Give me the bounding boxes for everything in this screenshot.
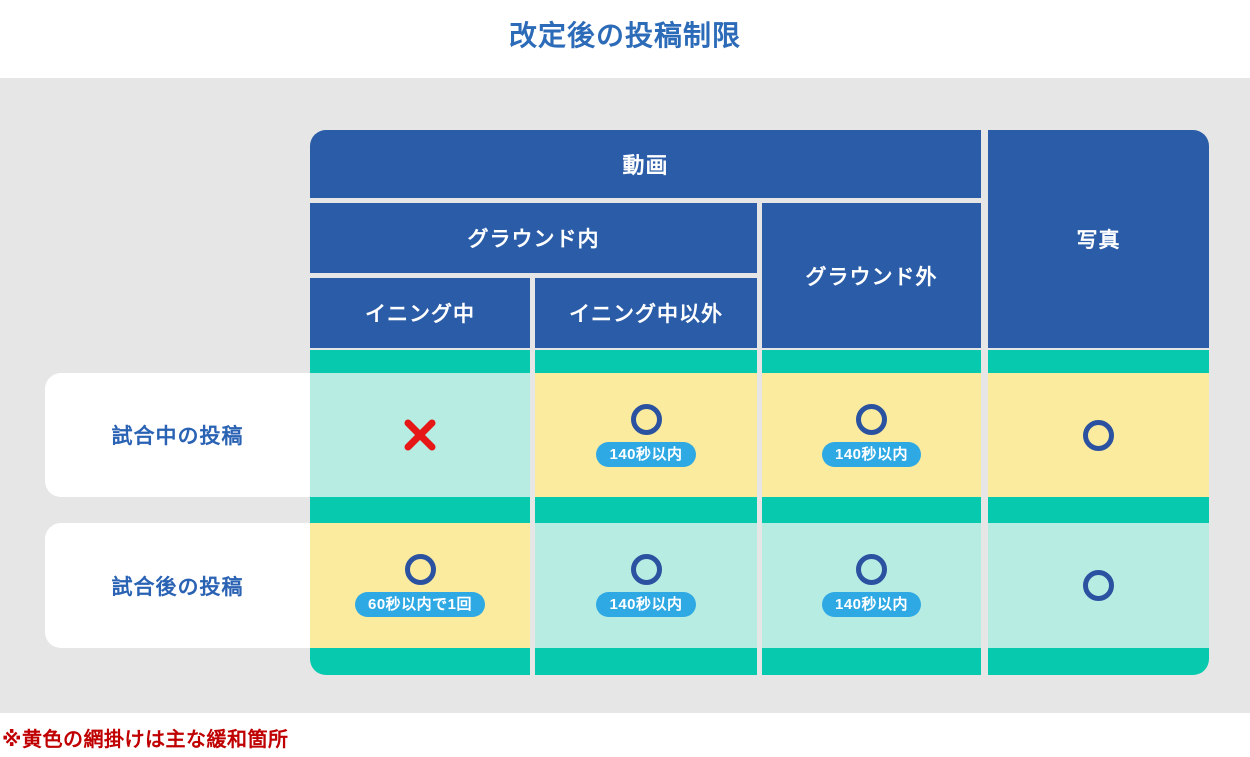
row-label-after-game-text: 試合後の投稿 (111, 575, 244, 599)
circle-icon (1083, 570, 1114, 601)
header-during-inning-label: イニング中 (365, 303, 475, 326)
column-photo (988, 350, 1209, 675)
header-photo-label: 写真 (1076, 229, 1121, 252)
cell-during-game-outside-inning: 140秒以内 (535, 373, 757, 497)
header-outside-inning-label: イニング中以外 (569, 303, 723, 326)
circle-icon (404, 554, 436, 585)
column-outside-ground: 140秒以内 140秒以内 (762, 350, 981, 675)
limit-badge: 140秒以内 (596, 441, 696, 467)
cell-after-game-photo (988, 523, 1209, 648)
footnote: ※黄色の網掛けは主な緩和箇所 (2, 729, 289, 751)
header-during-inning: イニング中 (310, 278, 530, 348)
header-in-ground-label: グラウンド内 (467, 228, 600, 251)
row-label-during-game: 試合中の投稿 (45, 373, 310, 497)
circle-icon (856, 403, 887, 435)
circle-icon (856, 554, 887, 585)
circle-icon (630, 403, 662, 435)
header-outside-inning: イニング中以外 (535, 278, 757, 348)
circle-icon (1083, 419, 1114, 451)
column-outside-inning: 140秒以内 140秒以内 (535, 350, 757, 675)
header-outside-ground: グラウンド外 (762, 203, 981, 348)
column-during-inning: 60秒以内で1回 (310, 350, 530, 675)
cell-after-game-outside-ground: 140秒以内 (762, 523, 981, 648)
header-video: 動画 (310, 130, 981, 198)
cell-during-game-outside-ground: 140秒以内 (762, 373, 981, 497)
limit-badge: 140秒以内 (821, 592, 922, 617)
cell-during-game-during-inning (310, 373, 530, 497)
header-outside-ground-label: グラウンド外 (805, 265, 938, 289)
cell-after-game-during-inning: 60秒以内で1回 (310, 523, 530, 648)
cell-during-game-photo (988, 373, 1209, 497)
cross-icon (404, 419, 436, 451)
header-photo: 写真 (988, 130, 1209, 348)
limit-badge: 140秒以内 (596, 592, 696, 617)
page-title: 改定後の投稿制限 (508, 20, 741, 51)
row-label-after-game: 試合後の投稿 (45, 523, 310, 648)
header-in-ground: グラウンド内 (310, 203, 757, 273)
limit-badge: 140秒以内 (821, 441, 922, 467)
cell-after-game-outside-inning: 140秒以内 (535, 523, 757, 648)
row-label-during-game-text: 試合中の投稿 (111, 425, 244, 448)
header-video-label: 動画 (622, 153, 669, 178)
limit-badge: 60秒以内で1回 (354, 592, 486, 617)
circle-icon (630, 554, 662, 585)
